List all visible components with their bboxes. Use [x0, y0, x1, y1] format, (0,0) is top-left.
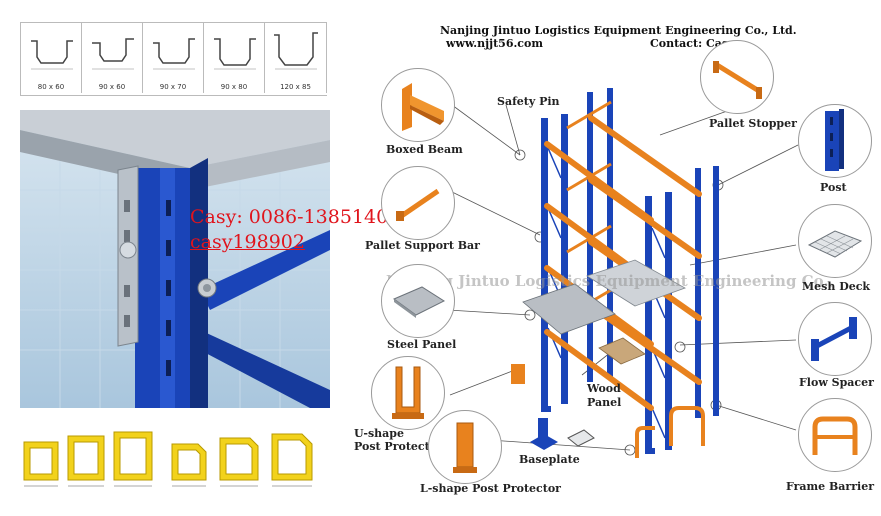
steel-panel-circle — [381, 264, 455, 338]
l-shape-post-protector-circle — [428, 410, 502, 484]
post-icon — [825, 109, 844, 171]
profile-section-icon — [92, 38, 134, 70]
mesh-deck-icon — [807, 230, 863, 258]
mesh-deck-label: Mesh Deck — [802, 280, 871, 293]
boxed-beam-circle — [381, 68, 455, 142]
mesh-deck-circle — [798, 204, 872, 278]
profile-caption: 80 x 60 — [37, 83, 65, 91]
pallet-support-bar-label: Pallet Support Bar — [365, 239, 480, 252]
company-name: Nanjing Jintuo Logistics Equipment Engin… — [440, 24, 797, 37]
pallet-rack-drawing — [511, 88, 719, 458]
profile-caption: 90 x 80 — [220, 83, 248, 91]
profile-section-icon — [153, 38, 195, 70]
baseplate-icons — [526, 412, 596, 452]
profile-table: 80 x 60 90 x 60 90 x 70 90 x 80 — [20, 22, 327, 96]
boxed-beam-icon — [402, 83, 444, 131]
pallet-stopper-circle — [700, 40, 774, 114]
beam-sections-strip — [23, 431, 313, 487]
frame-barrier-icon — [812, 416, 858, 455]
flow-spacer-circle — [798, 302, 872, 376]
u-shape-post-protector-circle — [371, 356, 445, 430]
profile-section-icon — [274, 32, 318, 70]
frame-barrier-label: Frame Barrier — [786, 480, 874, 493]
baseplate-icon — [530, 418, 595, 450]
l-shape-label: L-shape Post Protector — [420, 482, 561, 495]
u-shape-label-1: U-shape — [354, 427, 404, 440]
profile-cell: 120 x 85 — [265, 23, 327, 93]
profile-section-icon — [31, 40, 73, 70]
wood-panel-label-1: Wood — [587, 382, 621, 395]
l-shape-post-protector-icon — [453, 422, 477, 473]
connector-closeup-render — [20, 110, 330, 408]
wood-panel-label-2: Panel — [587, 396, 622, 409]
u-shape-label-2: Post Protector — [354, 440, 443, 453]
steel-panel-icon — [392, 286, 446, 318]
post-label: Post — [820, 181, 847, 194]
callout-lines — [447, 104, 799, 456]
pallet-stopper-label: Pallet Stopper — [709, 117, 797, 130]
company-contact: Contact: Casy — [650, 37, 735, 50]
profile-cell: 90 x 80 — [204, 23, 265, 93]
profile-caption: 90 x 60 — [98, 83, 126, 91]
contact-phone-overlay: Casy: 0086-13851406693 — [190, 206, 437, 228]
company-website: www.njjt56.com — [446, 37, 543, 50]
steel-panel-label: Steel Panel — [387, 338, 457, 351]
baseplate-label: Baseplate — [519, 453, 580, 466]
profile-cell: 90 x 70 — [143, 23, 204, 93]
post-circle — [798, 104, 872, 178]
profile-cell: 90 x 60 — [82, 23, 143, 93]
flow-spacer-label: Flow Spacer — [799, 376, 874, 389]
safety-pin-label: Safety Pin — [497, 95, 560, 108]
watermark-line1: Nanjing Jintuo Logistics Equipment Engin… — [386, 272, 834, 290]
contact-handle-link[interactable]: casy198902 — [190, 231, 305, 253]
profile-caption: 90 x 70 — [159, 83, 187, 91]
pallet-support-bar-circle — [381, 166, 455, 240]
flow-spacer-icon — [811, 317, 857, 361]
boxed-beam-label: Boxed Beam — [386, 143, 463, 156]
pallet-stopper-icon — [713, 61, 762, 99]
profile-caption: 120 x 85 — [280, 83, 311, 91]
frame-barrier-circle — [798, 398, 872, 472]
u-shape-post-protector-icon — [392, 366, 424, 419]
profile-section-icon — [214, 38, 256, 70]
profile-cell: 80 x 60 — [21, 23, 82, 93]
pallet-support-bar-icon — [396, 188, 440, 221]
